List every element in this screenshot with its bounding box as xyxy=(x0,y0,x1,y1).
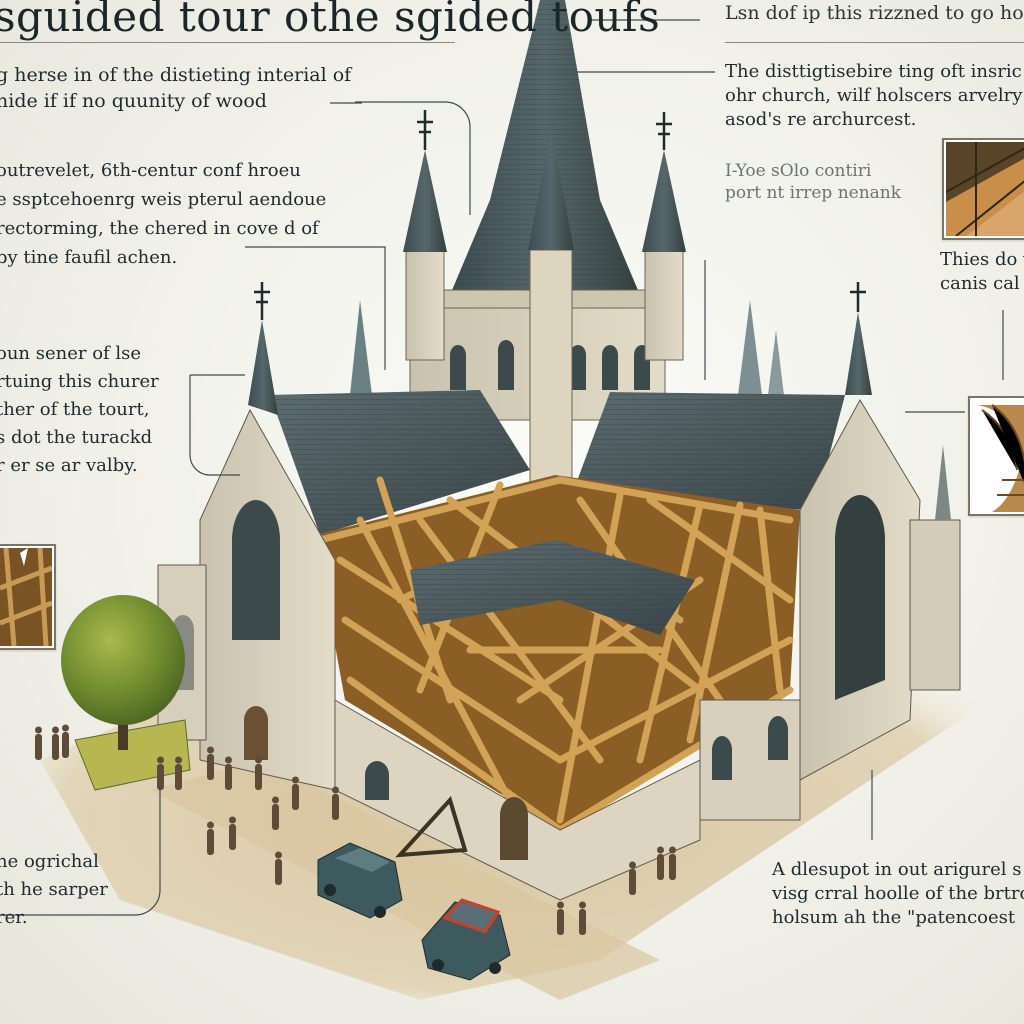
visitor-figure xyxy=(175,764,182,790)
top-right-divider xyxy=(725,42,1024,43)
car-small xyxy=(421,898,511,981)
visitor-figure xyxy=(579,909,586,935)
timber-beam xyxy=(336,556,564,704)
thumbnail-truss-detail-left[interactable] xyxy=(0,544,56,650)
callout-top-right: The disttigtisebire ting oft insric ohr … xyxy=(725,61,1023,130)
timber-beam xyxy=(341,616,564,764)
truss-detail-image xyxy=(0,548,52,646)
timber-beam xyxy=(636,501,704,764)
page-title: sguided tour othe sgided toufs xyxy=(0,0,661,41)
visitor-figure xyxy=(275,859,282,885)
roof-beams-image xyxy=(946,142,1024,236)
visitor-head xyxy=(255,756,262,764)
visitor-figure xyxy=(157,764,164,790)
turret-left xyxy=(403,110,447,361)
callout-left-middle: oun sener of lse rtuing this churer ther… xyxy=(0,343,159,476)
visitor-head xyxy=(272,796,279,804)
visitor-head xyxy=(207,746,214,754)
timber-beam xyxy=(756,506,784,694)
callout-bottom-left: he ogrichal th he sarper rer. xyxy=(0,851,108,928)
callout-right-thumb-caption: Thies do v canis cal xyxy=(940,249,1024,294)
visitor-figure xyxy=(332,794,339,820)
visitor-head xyxy=(157,756,164,764)
visitor-figure xyxy=(657,854,664,880)
visitor-figure xyxy=(272,804,279,830)
tree xyxy=(61,595,191,791)
distant-spire xyxy=(768,330,784,395)
visitor-head xyxy=(207,821,214,829)
timber-beam xyxy=(556,636,794,764)
visitor-head xyxy=(657,846,664,854)
visitor-figure xyxy=(292,784,299,810)
turret-right xyxy=(642,112,686,361)
visitor-head xyxy=(292,776,299,784)
title-divider xyxy=(0,42,455,43)
thumbnail-timber-detail-right[interactable] xyxy=(968,396,1024,516)
visitor-figure xyxy=(229,824,236,850)
visitor-head xyxy=(52,726,59,734)
thumbnail-roof-beams-top-right[interactable] xyxy=(942,138,1024,240)
visitor-figure xyxy=(35,734,42,760)
timber-beam xyxy=(416,516,604,764)
visitor-figure xyxy=(62,732,69,758)
leader-lines xyxy=(0,19,1004,916)
visitor-head xyxy=(225,756,232,764)
visitor-head xyxy=(229,816,236,824)
visitor-figure xyxy=(225,764,232,790)
callout-top-left: g herse in of the distieting interial of… xyxy=(0,64,352,112)
visitor-head xyxy=(62,724,69,732)
east-gable xyxy=(699,282,961,821)
visitor-head xyxy=(557,901,564,909)
visitor-figure xyxy=(255,764,262,790)
timber-beam xyxy=(316,476,564,544)
visitor-head xyxy=(579,901,586,909)
ground xyxy=(40,640,990,1000)
top-right-heading: Lsn dof ip this rizzned to go ho xyxy=(725,2,1024,24)
callout-right-faint: I-Yoe sOlo contiri port nt irrep nenank xyxy=(725,161,902,203)
car-van xyxy=(317,842,403,919)
callout-bottom-right: A dlesupot in out arigurel s visg crral … xyxy=(772,859,1024,928)
porch-timber xyxy=(395,796,468,858)
visitor-figure xyxy=(207,829,214,855)
visitor-figure xyxy=(207,754,214,780)
timber-beam xyxy=(686,501,744,744)
visitor-figure xyxy=(669,854,676,880)
central-spire xyxy=(450,0,640,295)
visitor-figure xyxy=(557,909,564,935)
visitor-head xyxy=(629,861,636,869)
visitor-head xyxy=(35,726,42,734)
callout-history: outrevelet, 6th-centur conf hroeu e sspt… xyxy=(0,160,327,268)
timber-beam xyxy=(556,476,794,524)
visitors xyxy=(35,724,676,935)
west-gable xyxy=(157,282,336,791)
visitor-head xyxy=(175,756,182,764)
visitor-head xyxy=(275,851,282,859)
visitor-head xyxy=(332,786,339,794)
visitor-figure xyxy=(52,734,59,760)
visitor-figure xyxy=(629,869,636,895)
timber-detail-image xyxy=(972,400,1024,512)
visitor-head xyxy=(669,846,676,854)
distant-spire xyxy=(738,300,762,395)
distant-spire xyxy=(350,300,372,395)
